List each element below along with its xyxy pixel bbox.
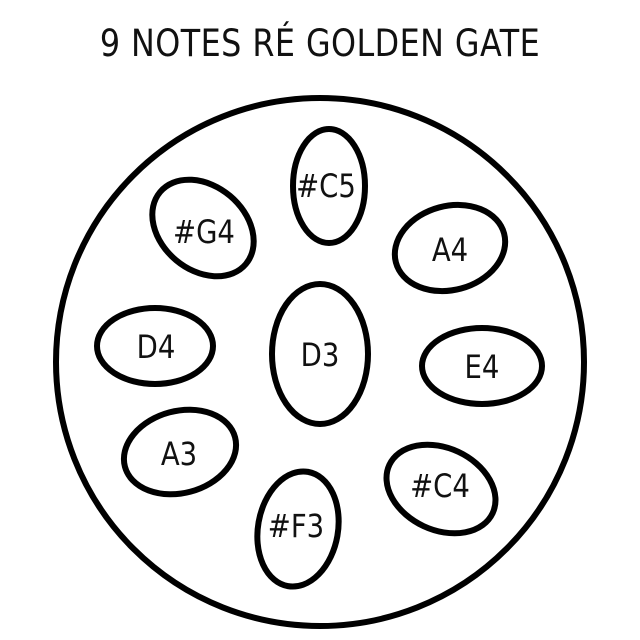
note-label: #C5 [296,168,356,206]
note-ellipse [120,406,240,498]
note-ellipse [269,281,371,427]
note-field-d4: D4 [94,305,216,387]
drum-outline [53,95,587,629]
note-label: A4 [432,232,468,270]
note-field-sharp-c5: #C5 [290,126,368,246]
note-ellipse [419,325,545,407]
note-field-a3: A3 [120,406,240,498]
diagram-title: 9 NOTES RÉ GOLDEN GATE [99,22,541,65]
note-ellipse [290,126,368,246]
note-field-sharp-g4: #G4 [149,176,257,280]
note-label: #F3 [268,508,324,546]
note-ellipse [383,441,499,537]
note-label: D3 [301,337,340,375]
note-ellipse [254,468,342,590]
note-ellipse [94,305,216,387]
note-field-sharp-c4: #C4 [383,441,499,537]
note-label: #G4 [173,214,235,252]
note-ellipse [391,201,509,295]
note-field-sharp-f3: #F3 [254,468,342,590]
note-field-d3: D3 [269,281,371,427]
note-field-a4: A4 [391,201,509,295]
note-label: E4 [465,349,500,387]
note-ellipse [149,176,257,280]
note-field-e4: E4 [419,325,545,407]
note-label: #C4 [410,468,470,506]
note-label: A3 [161,436,197,474]
note-label: D4 [137,329,176,367]
